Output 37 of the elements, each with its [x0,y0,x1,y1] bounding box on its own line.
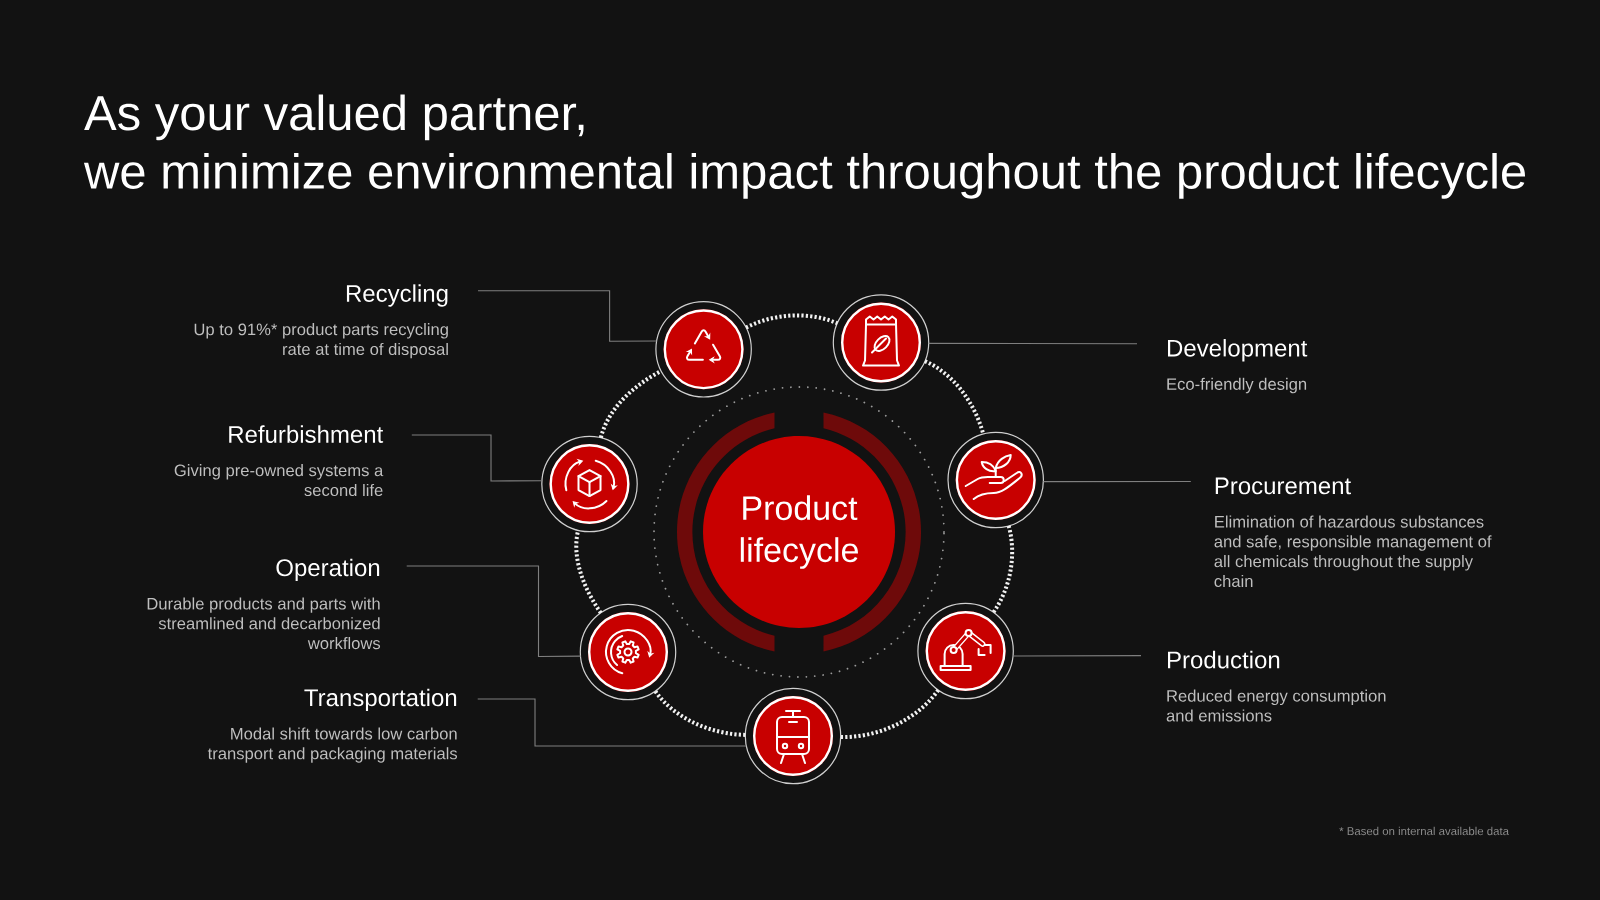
stage-description: Modal shift towards low carbon transport and packaging materials [207,727,458,763]
dotted-connector [840,688,940,740]
stage-title: Operation [276,558,380,581]
stage-description: Reduced energy consumption and emissions [1166,689,1386,722]
stage-circle [832,294,930,391]
stage-title: Development [1168,339,1308,362]
stage-title: Production [1168,650,1280,669]
dotted-connector [745,313,839,330]
stage-circle [579,603,677,701]
stage-description: Eco-friendly design [1167,377,1307,394]
stage-description: Durable products and parts with streamlined and decarbonized workflows [147,597,381,650]
dotted-connector [924,359,986,435]
leader-line [477,698,747,747]
leader-line [1042,480,1192,483]
leader-line [406,565,582,658]
stage-circle [655,301,752,398]
footnote: * Based on internal available data [1339,826,1509,836]
leader-line [477,290,658,342]
stage-description: Giving pre-owned systems a second life [174,464,384,497]
leader-line [928,342,1138,345]
stage-title: Procurement [1215,477,1351,495]
title: As your valued partner, we minimize environmental impact throughout the product lifecycle [83,94,1525,199]
stage-title: Recycling [346,284,448,307]
stage-circle [917,602,1014,700]
stage-circle [947,431,1044,529]
leader-line [1012,655,1142,657]
dotted-connector [574,529,603,614]
stage-circle [541,435,638,533]
stage-description: Elimination of hazardous substances and safe, responsible management of all chemicals throughout the supply chain [1214,515,1492,588]
stage-circle [744,687,842,785]
stage-description: Up to 91%* product parts recycling rate at time of disposal [194,323,448,359]
dotted-connector [653,689,746,737]
dotted-connector [598,369,663,439]
leader-line [411,434,543,482]
stage-title: Transportation [304,688,457,711]
dotted-connector [991,525,1015,614]
stage-title: Refurbishment [229,425,384,443]
